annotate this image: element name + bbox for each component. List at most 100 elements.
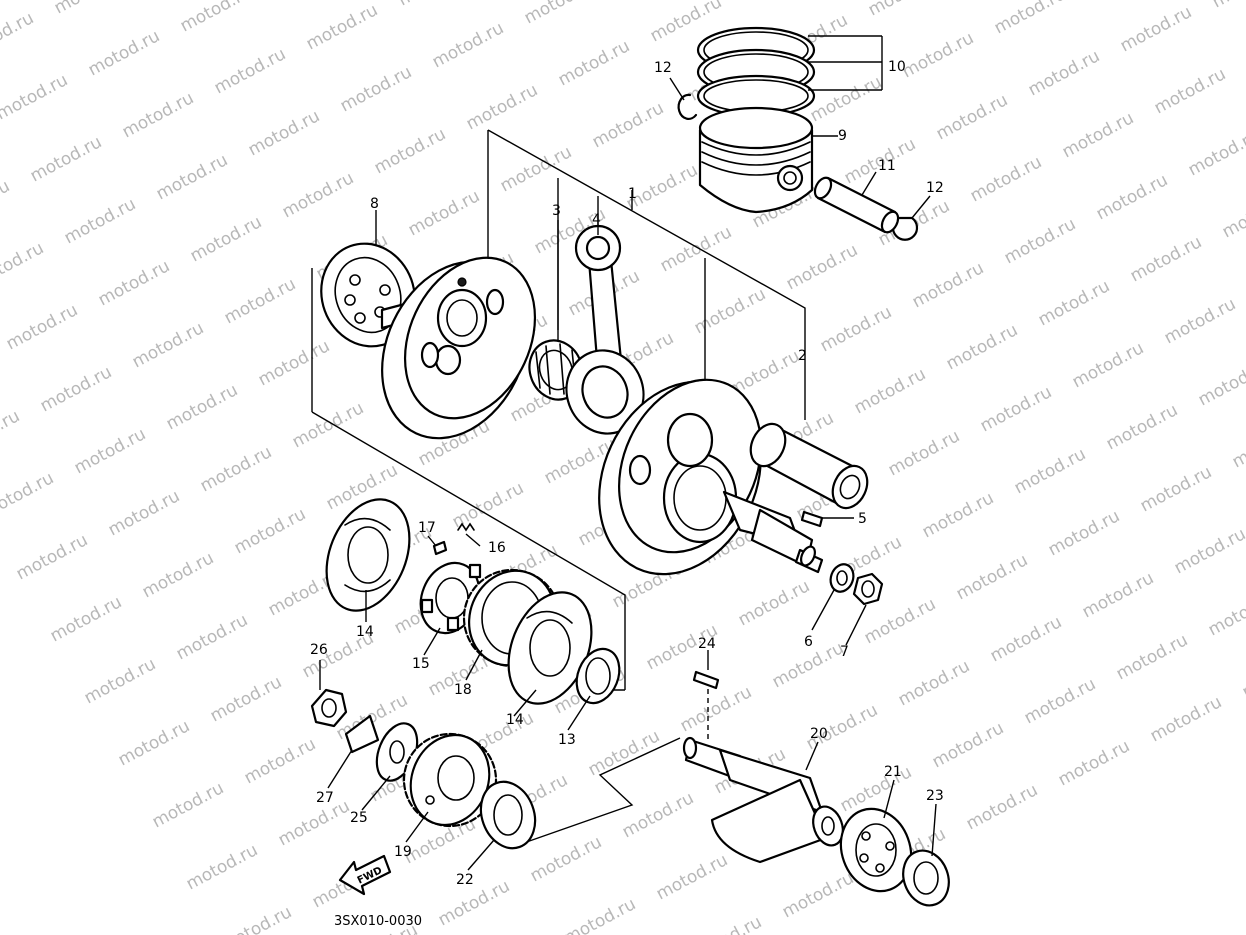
callout-25: 25 [350,810,368,826]
callout-8: 8 [370,196,379,212]
watermark-text: motod.ru [0,70,71,124]
callout-26: 26 [310,642,328,658]
assembly-frame-lines [311,129,806,846]
watermark-text: motod.ru [739,0,817,2]
watermark-text: motod.ru [231,504,309,558]
watermark-text: motod.ru [963,780,1041,834]
watermark-text: motod.ru [735,576,813,630]
connecting-rod [565,224,645,435]
watermark-text: motod.ru [51,0,129,18]
callout-5: 5 [858,511,867,527]
watermark-text: motod.ru [1025,46,1103,100]
callout-3: 3 [552,203,561,219]
watermark-text: motod.ru [1001,214,1079,268]
watermark-text: motod.ru [61,194,139,248]
watermark-text: motod.ru [1195,356,1246,410]
watermark-text: motod.ru [217,902,295,935]
crank-pin [749,422,869,510]
key [800,510,824,528]
callout-13: 13 [558,732,576,748]
watermark-text: motod.ru [1205,586,1246,640]
lock-washer [344,714,380,754]
watermark-text: motod.ru [47,592,125,646]
watermark-text: motod.ru [1147,692,1225,746]
callout-11: 11 [878,158,896,174]
crank-wheel-right [598,378,762,576]
watermark-text: motod.ru [129,318,207,372]
watermark-text: motod.ru [279,168,357,222]
watermark-text: motod.ru [255,336,333,390]
watermark-text: motod.ru [1229,418,1246,472]
watermark-text: motod.ru [919,488,997,542]
callout-14-upper: 14 [356,624,374,640]
watermark-text: motod.ru [555,36,633,90]
callout-1: 1 [628,186,637,202]
spring-pin [432,540,448,556]
crankshaft-journal [722,490,824,574]
watermark-text: motod.ru [395,0,473,10]
watermark-text: motod.ru [653,850,731,904]
watermark-text: motod.ru [1219,188,1246,242]
watermark-text: motod.ru [1059,108,1137,162]
watermark-text: motod.ru [95,256,173,310]
watermark-text: motod.ru [677,682,755,736]
balancer-bearing-right [839,807,913,893]
watermark-text: motod.ru [1171,524,1246,578]
watermark-text: motod.ru [933,90,1011,144]
balancer-shaft [682,736,844,864]
watermark-text: motod.ru [275,796,353,850]
watermark-text: motod.ru [1055,736,1133,790]
callout-19: 19 [394,844,412,860]
watermark-text: motod.ru [1137,462,1215,516]
watermark-text: motod.ru [115,716,193,770]
callout-6: 6 [804,634,813,650]
watermark-text: motod.ru [153,150,231,204]
watermark-text: motod.ru [1151,64,1229,118]
watermark-text: motod.ru [1239,648,1246,702]
watermark-text: motod.ru [105,486,183,540]
watermark-text: motod.ru [71,424,149,478]
callout-23: 23 [926,788,944,804]
watermark-text: motod.ru [0,406,23,460]
watermark-text: motod.ru [211,44,289,98]
piston-rings [696,26,816,118]
callout-17: 17 [418,520,436,536]
piston-clip [677,93,919,241]
watermark-text: motod.ru [1093,170,1171,224]
watermark-text: motod.ru [1113,630,1191,684]
watermark-text: motod.ru [885,426,963,480]
watermark-text: motod.ru [657,222,735,276]
watermark-text: motod.ru [119,88,197,142]
watermark-text: motod.ru [521,0,599,28]
watermark-text: motod.ru [183,840,261,894]
watermark-text: motod.ru [0,238,47,292]
callout-2: 2 [798,348,807,364]
watermark-text: motod.ru [1127,232,1205,286]
watermark-text: motod.ru [0,176,13,230]
balancer-plate-upper [325,498,411,612]
watermark-text: motod.ru [987,612,1065,666]
callout-labels: 10 12 9 11 12 8 3 4 1 2 5 6 7 17 16 14 1… [310,59,944,888]
watermark-text: motod.ru [289,398,367,452]
watermark-text: motod.ru [405,186,483,240]
thrust-washer [575,647,621,705]
spring [457,522,475,532]
balancer-nut [310,688,348,728]
callout-14-lower: 14 [506,712,524,728]
callout-10: 10 [888,59,906,75]
watermark-text: motod.ru [207,672,285,726]
callout-4: 4 [592,212,601,228]
watermark-text: motod.ru [619,788,697,842]
watermark-text: motod.ru [561,894,639,935]
watermark-text: motod.ru [783,240,861,294]
callout-9: 9 [838,128,847,144]
watermark-text: motod.ru [337,62,415,116]
watermark-text: motod.ru [1069,338,1147,392]
piston [698,106,814,214]
callout-15: 15 [412,656,430,672]
callout-18: 18 [454,682,472,698]
watermark-text: motod.ru [909,258,987,312]
watermark-text: motod.ru [1035,276,1113,330]
watermark-text: motod.ru [807,72,885,126]
